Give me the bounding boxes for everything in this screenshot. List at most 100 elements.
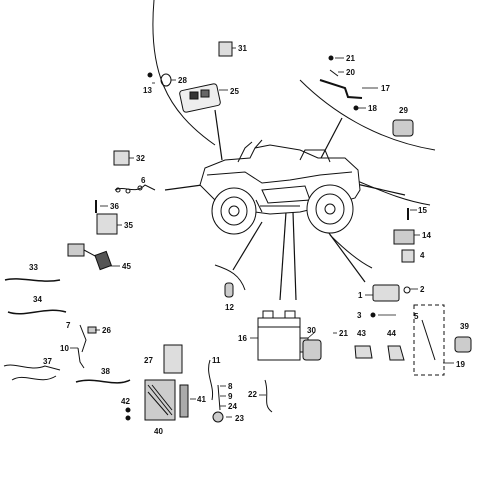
label-1: 1: [358, 291, 363, 300]
label-36: 36: [110, 202, 119, 211]
label-26: 26: [102, 326, 111, 335]
label-44: 44: [387, 329, 396, 338]
wire-8: [217, 384, 221, 411]
bolt-13: [147, 72, 153, 78]
bolt-18: [353, 105, 359, 111]
label-20: 20: [346, 68, 355, 77]
sensor-12: [224, 282, 234, 298]
label-14: 14: [422, 231, 431, 240]
label-31: 31: [238, 44, 247, 53]
leader-16b: [292, 211, 297, 301]
label-22: 22: [248, 390, 257, 399]
label-42: 42: [121, 397, 130, 406]
key-switch-39: [454, 336, 472, 353]
label-16: 16: [238, 334, 247, 343]
label-23: 23: [235, 414, 244, 423]
label-24: 24: [228, 402, 237, 411]
harness-37: [3, 364, 61, 381]
bolt-21-top: [328, 55, 334, 61]
relay-4: [401, 249, 415, 263]
leader-12: [232, 221, 263, 271]
label-28: 28: [178, 76, 187, 85]
leader-15: [351, 182, 406, 196]
wire-22: [264, 379, 273, 413]
label-11: 11: [212, 356, 221, 365]
bracket-20: [329, 69, 339, 77]
bracket-17: [319, 79, 363, 99]
cable-34: [7, 309, 67, 315]
label-33: 33: [29, 263, 38, 272]
nut-3: [370, 312, 376, 318]
sensor-23: [212, 411, 224, 423]
nut-2: [403, 286, 411, 294]
label-9: 9: [228, 392, 233, 401]
label-5: 5: [414, 312, 419, 321]
label-30: 30: [307, 326, 316, 335]
label-21-mid: 21: [339, 329, 348, 338]
cdi-35: [96, 213, 118, 235]
ignition-switch: [421, 319, 436, 361]
relay-31: [218, 41, 233, 57]
label-41: 41: [197, 395, 206, 404]
label-18: 18: [368, 104, 377, 113]
panel-40: [144, 379, 176, 421]
atv-vehicle: [199, 139, 361, 235]
boot-44: [387, 345, 405, 361]
leader-25: [214, 109, 223, 161]
label-12: 12: [225, 303, 234, 312]
relay-32: [113, 150, 130, 166]
cable-38: [75, 379, 131, 384]
battery-16: [257, 310, 309, 361]
wire-11: [208, 359, 214, 401]
bracket-41: [179, 384, 189, 418]
label-3: 3: [357, 311, 362, 320]
label-34: 34: [33, 295, 42, 304]
boot-43: [354, 345, 373, 359]
label-13: 13: [143, 86, 152, 95]
label-4: 4: [420, 251, 425, 260]
cable-33: [4, 278, 61, 282]
relay-14: [393, 229, 415, 245]
label-38: 38: [101, 367, 110, 376]
right-outline-curve: [299, 79, 436, 151]
module-1: [372, 284, 400, 302]
label-29: 29: [399, 106, 408, 115]
leader-1: [322, 224, 366, 283]
label-2: 2: [420, 285, 425, 294]
leader-6: [164, 184, 203, 191]
callout-labels: 31 28 13 25 21 20 17 18 29 32 6 36 35 45…: [29, 44, 469, 436]
leader-16a: [279, 211, 287, 301]
label-8: 8: [228, 382, 233, 391]
label-45: 45: [122, 262, 131, 271]
grommet-28: [160, 73, 172, 87]
horn-30: [302, 339, 322, 361]
label-21-top: 21: [346, 54, 355, 63]
plug-26: [87, 326, 97, 334]
label-6: 6: [141, 176, 146, 185]
wire-10: [77, 347, 85, 369]
bolt-42-top: [125, 407, 131, 413]
label-40: 40: [154, 427, 163, 436]
label-15: 15: [418, 206, 427, 215]
label-7: 7: [66, 321, 71, 330]
label-39: 39: [460, 322, 469, 331]
fuse-box-27: [163, 344, 183, 374]
label-27: 27: [144, 356, 153, 365]
label-17: 17: [381, 84, 390, 93]
label-25: 25: [230, 87, 239, 96]
label-43: 43: [357, 329, 366, 338]
connector-29: [392, 119, 414, 137]
label-35: 35: [124, 221, 133, 230]
label-leaders: [70, 47, 454, 418]
lower-left-curve: [214, 264, 246, 291]
bolt-42-bot: [125, 415, 131, 421]
wire-7: [79, 324, 87, 353]
switch-block-25: [179, 83, 221, 113]
label-37: 37: [43, 357, 52, 366]
leader-17: [319, 117, 343, 161]
harness-6: [114, 184, 156, 191]
assembly-box-5: [413, 304, 445, 376]
regulator-45: [67, 243, 113, 271]
